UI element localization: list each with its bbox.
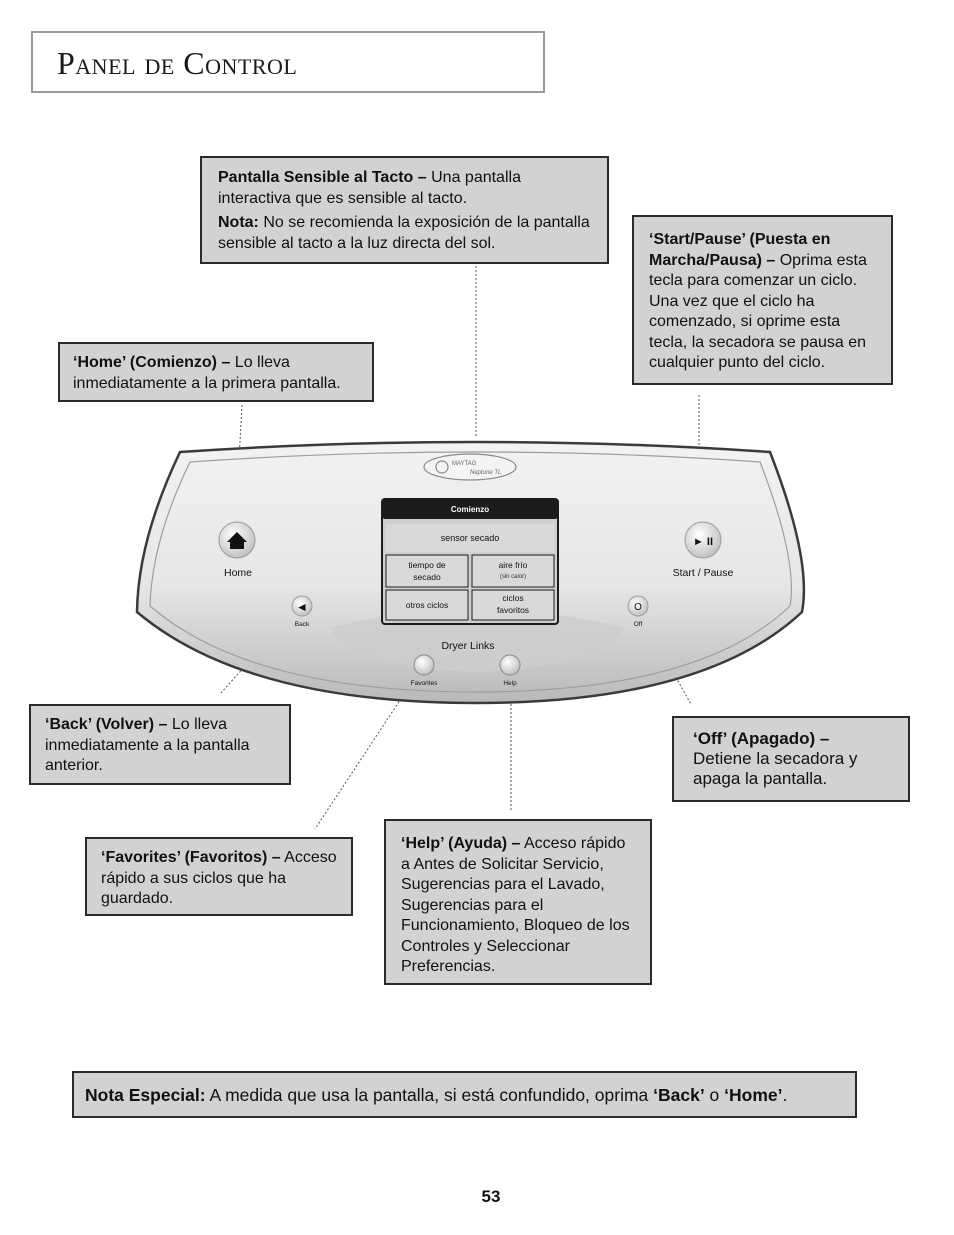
home-heading: ‘Home’ (Comienzo) – — [73, 354, 231, 371]
special-note-label: Nota Especial: — [85, 1085, 206, 1105]
off-label: Off — [634, 621, 643, 628]
callout-start-pause: ‘Start/Pause’ (Puesta en Marcha/Pausa) –… — [632, 215, 893, 385]
home-button[interactable] — [218, 521, 256, 559]
back-text: Lo lleva inmediatamente a la pantalla an… — [45, 716, 250, 774]
screen-main-label: sensor secado — [441, 533, 500, 543]
home-text: Lo lleva inmediatamente a la primera pan… — [73, 354, 341, 392]
special-note: Nota Especial: A medida que usa la panta… — [72, 1071, 857, 1118]
favorites-label: Favorites — [411, 680, 438, 687]
screen-btn-air-fluff: aire frío — [499, 560, 528, 570]
screen-btn-fav-cycles-1: ciclos — [502, 593, 523, 603]
back-arrow-icon: ◄ — [296, 600, 308, 614]
brand-badge — [423, 453, 517, 481]
callout-back: ‘Back’ (Volver) – Lo lleva inmediatament… — [29, 704, 291, 785]
touch-screen-text: Una pantalla interactiva que es sensible… — [218, 169, 521, 207]
off-button[interactable]: O — [627, 595, 649, 617]
screen-btn-other-cycles: otros ciclos — [406, 600, 449, 610]
home-icon — [227, 532, 247, 549]
power-off-icon: O — [634, 602, 642, 613]
screen-button-sensor[interactable] — [386, 524, 554, 552]
screen-button-other-cycles[interactable] — [385, 589, 469, 621]
touch-screen-heading: Pantalla Sensible al Tacto – — [218, 169, 427, 186]
special-note-text: A medida que usa la pantalla, si está co… — [205, 1085, 654, 1105]
favorites-button[interactable] — [413, 654, 435, 676]
callout-off: ‘Off’ (Apagado) – Detiene la secadora y … — [672, 716, 910, 802]
back-heading: ‘Back’ (Volver) – — [45, 716, 168, 733]
special-note-back: ‘Back’ — [653, 1085, 705, 1105]
start-pause-button[interactable]: ► II — [684, 521, 722, 559]
home-label: Home — [224, 567, 252, 579]
screen-button-air-fluff[interactable] — [471, 554, 555, 588]
help-button[interactable] — [499, 654, 521, 676]
touch-screen-note-text: No se recomienda la exposición de la pan… — [218, 214, 590, 252]
start-pause-label: Start / Pause — [673, 567, 734, 579]
special-note-middle: o — [704, 1085, 725, 1105]
brand-logo-icon — [435, 460, 449, 474]
screen-btn-drying-time-2: secado — [413, 572, 441, 582]
off-text: Detiene la secadora y apaga la pantalla. — [693, 749, 858, 788]
brand-model: Neptune TL — [470, 470, 501, 476]
callout-favorites: ‘Favorites’ (Favoritos) – Acceso rápido … — [85, 837, 353, 916]
title-box: Panel de Control — [31, 31, 545, 93]
touch-screen[interactable]: Comienzo sensor secado tiempo de secado … — [381, 498, 559, 625]
off-heading: ‘Off’ (Apagado) – — [693, 729, 830, 748]
special-note-end: . — [782, 1085, 788, 1105]
help-heading: ‘Help’ (Ayuda) – — [401, 835, 521, 852]
start-pause-heading: ‘Start/Pause’ (Puesta en Marcha/Pausa) – — [649, 231, 831, 269]
screen-btn-fav-cycles-2: favoritos — [497, 605, 529, 615]
favorites-heading: ‘Favorites’ (Favoritos) – — [101, 849, 281, 866]
touch-screen-note-label: Nota: — [218, 214, 259, 231]
page-number: 53 — [481, 1187, 501, 1206]
dryer-links-label: Dryer Links — [441, 640, 494, 652]
play-pause-icon: ► II — [693, 536, 713, 548]
brand-name: MAYTAG — [452, 461, 477, 467]
special-note-home: ‘Home’ — [724, 1085, 783, 1105]
panel-inner-edge — [149, 451, 792, 693]
back-button[interactable]: ◄ — [291, 595, 313, 617]
callout-touch-screen: Pantalla Sensible al Tacto – Una pantall… — [200, 156, 609, 264]
screen-btn-air-fluff-sub: (sin calor) — [500, 574, 526, 580]
screen-button-favorite-cycles[interactable] — [471, 589, 555, 621]
back-label: Back — [295, 621, 310, 628]
page-title: Panel de Control — [57, 45, 298, 81]
callout-help: ‘Help’ (Ayuda) – Acceso rápido a Antes d… — [384, 819, 652, 985]
favorites-text: Acceso rápido a sus ciclos que ha guarda… — [101, 849, 337, 907]
callout-home: ‘Home’ (Comienzo) – Lo lleva inmediatame… — [58, 342, 374, 402]
screen-btn-drying-time-1: tiempo de — [408, 560, 446, 570]
help-text: Acceso rápido a Antes de Solicitar Servi… — [401, 835, 630, 975]
start-pause-text: Oprima esta tecla para comenzar un ciclo… — [649, 251, 867, 372]
screen-button-drying-time[interactable] — [385, 554, 469, 588]
help-label: Help — [503, 680, 517, 687]
screen-title: Comienzo — [451, 505, 489, 514]
